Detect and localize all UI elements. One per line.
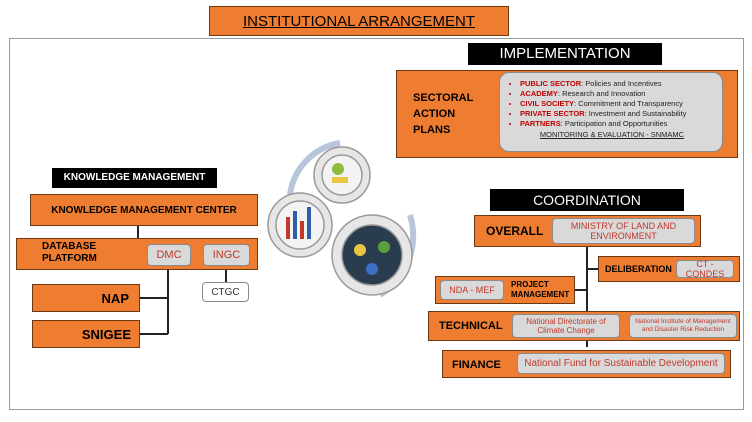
ndcc-box: National Directorate of Climate Change	[512, 314, 620, 338]
monitoring-label: MONITORING & EVALUATION - SNMAMC	[539, 130, 685, 139]
sectoral-label: SECTORAL ACTION PLANS	[413, 92, 474, 136]
gears-illustration	[267, 140, 417, 298]
ctgc-box: CTGC	[202, 282, 249, 302]
ingc-box: INGC	[203, 244, 250, 266]
connector	[137, 226, 139, 238]
fund-box: National Fund for Sustainable Developmen…	[517, 353, 725, 374]
nda-mef-box: NDA - MEF	[440, 280, 504, 300]
connector	[140, 297, 168, 299]
coordination-header: COORDINATION	[490, 189, 684, 211]
knowledge-center-box: KNOWLEDGE MANAGEMENT CENTER	[30, 194, 258, 226]
connector	[225, 270, 227, 282]
connector	[575, 289, 587, 291]
page-title: INSTITUTIONAL ARRANGEMENT	[243, 12, 475, 30]
list-item: PRIVATE SECTOR: Investment and Sustainab…	[520, 109, 716, 119]
finance-label: FINANCE	[452, 359, 501, 371]
technical-label: TECHNICAL	[439, 320, 503, 332]
gear-icon	[313, 146, 371, 204]
connector	[167, 270, 169, 334]
knowledge-header: KNOWLEDGE MANAGEMENT	[52, 168, 217, 188]
overall-label: OVERALL	[486, 224, 544, 238]
snigee-label: SNIGEE	[81, 326, 131, 342]
ct-condes-box: CT - CONDES	[676, 259, 734, 279]
connector	[140, 333, 168, 335]
list-item: CIVIL SOCIETY: Commitment and Transparen…	[520, 99, 716, 109]
implementation-header: IMPLEMENTATION	[468, 43, 662, 65]
connector	[586, 247, 588, 347]
ingd-box: National Institute of Management and Dis…	[629, 314, 737, 338]
snigee-box: SNIGEE	[32, 320, 140, 348]
nap-box: NAP	[32, 284, 140, 312]
nap-label: NAP	[101, 290, 129, 306]
list-item: PARTNERS: Participation and Opportunitie…	[520, 119, 716, 129]
sectoral-list: PUBLIC SECTOR: Policies and Incentives A…	[499, 72, 723, 152]
list-item: ACADEMY: Research and Innovation	[520, 89, 716, 99]
connector	[587, 268, 598, 270]
gear-icon	[331, 214, 413, 296]
knowledge-center-label: KNOWLEDGE MANAGEMENT CENTER	[51, 204, 237, 216]
title-banner: INSTITUTIONAL ARRANGEMENT	[209, 6, 509, 36]
database-label: DATABASE PLATFORM	[42, 241, 97, 264]
project-mgmt-label: PROJECT MANAGEMENT	[511, 280, 570, 299]
main-frame	[9, 38, 744, 410]
list-item: PUBLIC SECTOR: Policies and Incentives	[520, 79, 716, 89]
ministry-box: MINISTRY OF LAND AND ENVIRONMENT	[552, 218, 695, 244]
deliberation-label: DELIBERATION	[605, 264, 672, 274]
dmc-box: DMC	[147, 244, 191, 266]
